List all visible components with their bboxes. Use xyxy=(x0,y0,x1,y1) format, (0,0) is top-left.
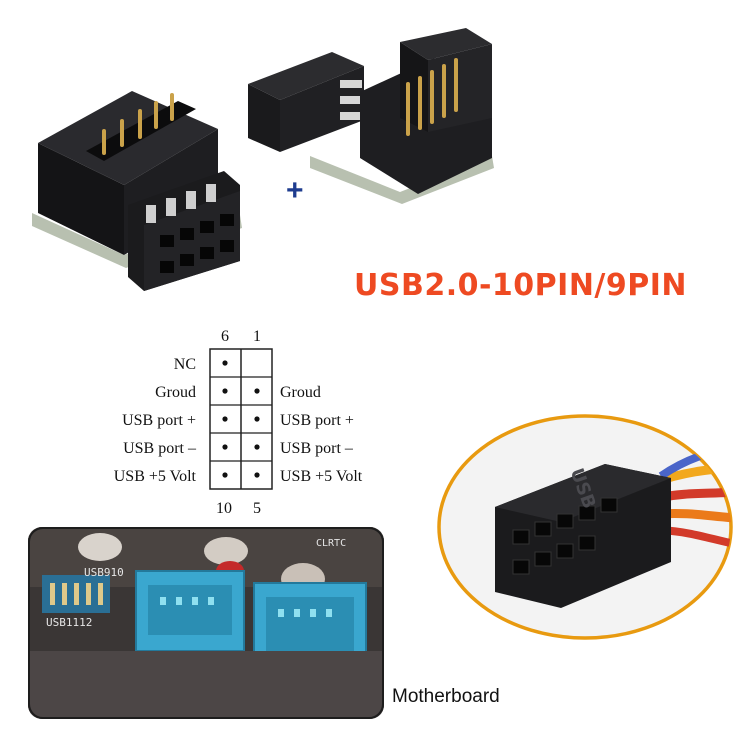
pin-label-right-3: USB port + xyxy=(280,412,354,429)
motherboard-photo xyxy=(28,527,384,719)
pin-label-left-1: NC xyxy=(173,356,196,373)
usb-cable-connector-photo xyxy=(435,412,735,642)
pin-label-left-2: Groud xyxy=(155,384,196,401)
pin-number-10: 10 xyxy=(216,500,232,517)
motherboard-caption: Motherboard xyxy=(392,686,500,707)
pin-label-right-4: USB port – xyxy=(280,440,353,457)
pin-number-1: 1 xyxy=(253,328,261,345)
pin-label-left-4: USB port – xyxy=(123,440,196,457)
adapter-right-image xyxy=(240,22,500,222)
silkscreen-usb910: USB910 xyxy=(84,566,124,579)
adapter-left-image xyxy=(28,65,268,295)
pin-label-right-2: Groud xyxy=(280,384,321,401)
pin-label-left-5: USB +5 Volt xyxy=(113,468,196,485)
silkscreen-clrtc: CLRTC xyxy=(316,538,347,549)
pin-number-5: 5 xyxy=(253,500,261,517)
pin-number-6: 6 xyxy=(221,328,229,345)
pin-label-right-5: USB +5 Volt xyxy=(280,468,363,485)
pin-label-left-3: USB port + xyxy=(122,412,196,429)
pin-grid xyxy=(209,348,273,490)
product-title: USB2.0-10PIN/9PIN xyxy=(354,268,688,303)
plus-sign: + xyxy=(286,174,304,207)
silkscreen-usb1112: USB1112 xyxy=(46,616,93,629)
